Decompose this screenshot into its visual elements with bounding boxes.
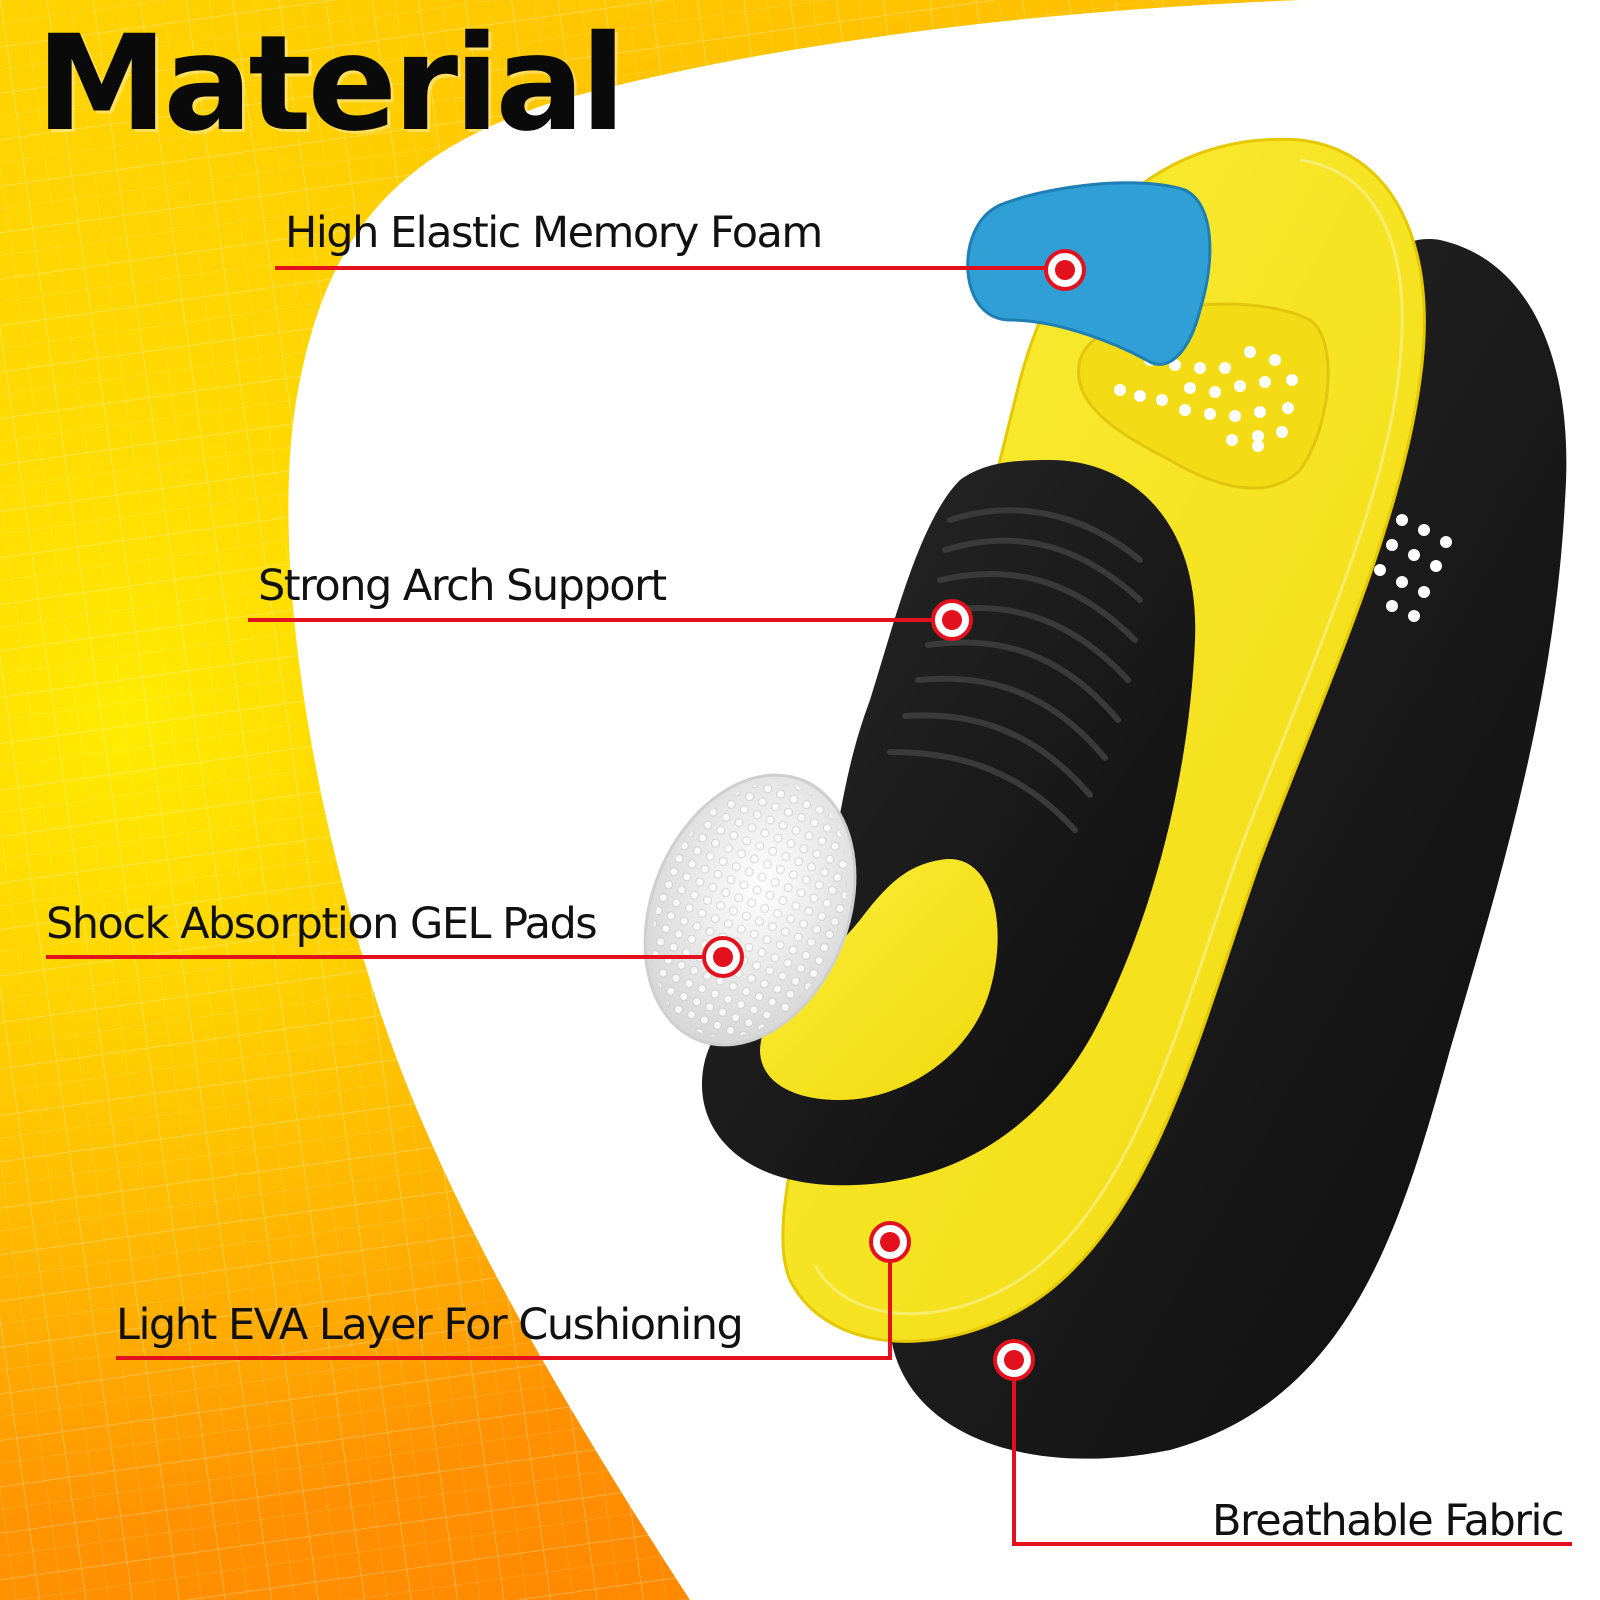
callout-label-breathable-fabric: Breathable Fabric — [1212, 1496, 1565, 1546]
callout-line-arch-support — [248, 618, 935, 622]
callout-line-eva-layer-vertical — [888, 1260, 892, 1360]
marker-memory-foam — [1044, 249, 1086, 291]
marker-arch-support — [931, 599, 973, 641]
callout-markers — [702, 249, 1086, 1381]
callout-label-eva-layer: Light EVA Layer For Cushioning — [116, 1300, 744, 1350]
marker-gel-pads — [702, 936, 744, 978]
gel-heel-texture — [653, 783, 847, 1037]
eva-insole-rim — [813, 158, 1404, 1316]
callout-line-eva-layer-horizontal — [116, 1356, 892, 1360]
callout-line-breathable-fabric-vertical — [1012, 1378, 1016, 1546]
callout-label-arch-support: Strong Arch Support — [258, 561, 667, 611]
marker-eva-layer — [869, 1221, 911, 1263]
callout-label-memory-foam: High Elastic Memory Foam — [285, 208, 823, 258]
callout-line-memory-foam — [275, 266, 1047, 270]
page-title: Material — [36, 7, 626, 161]
callout-label-gel-pads: Shock Absorption GEL Pads — [46, 899, 598, 949]
forefoot-vent-holes — [1114, 346, 1298, 452]
heel-cup-cutout — [760, 859, 998, 1100]
fabric-vent-holes — [1374, 514, 1452, 622]
callout-line-gel-pads — [46, 955, 706, 959]
marker-breathable-fabric — [993, 1339, 1035, 1381]
callout-line-breathable-fabric-horizontal — [1012, 1542, 1572, 1546]
